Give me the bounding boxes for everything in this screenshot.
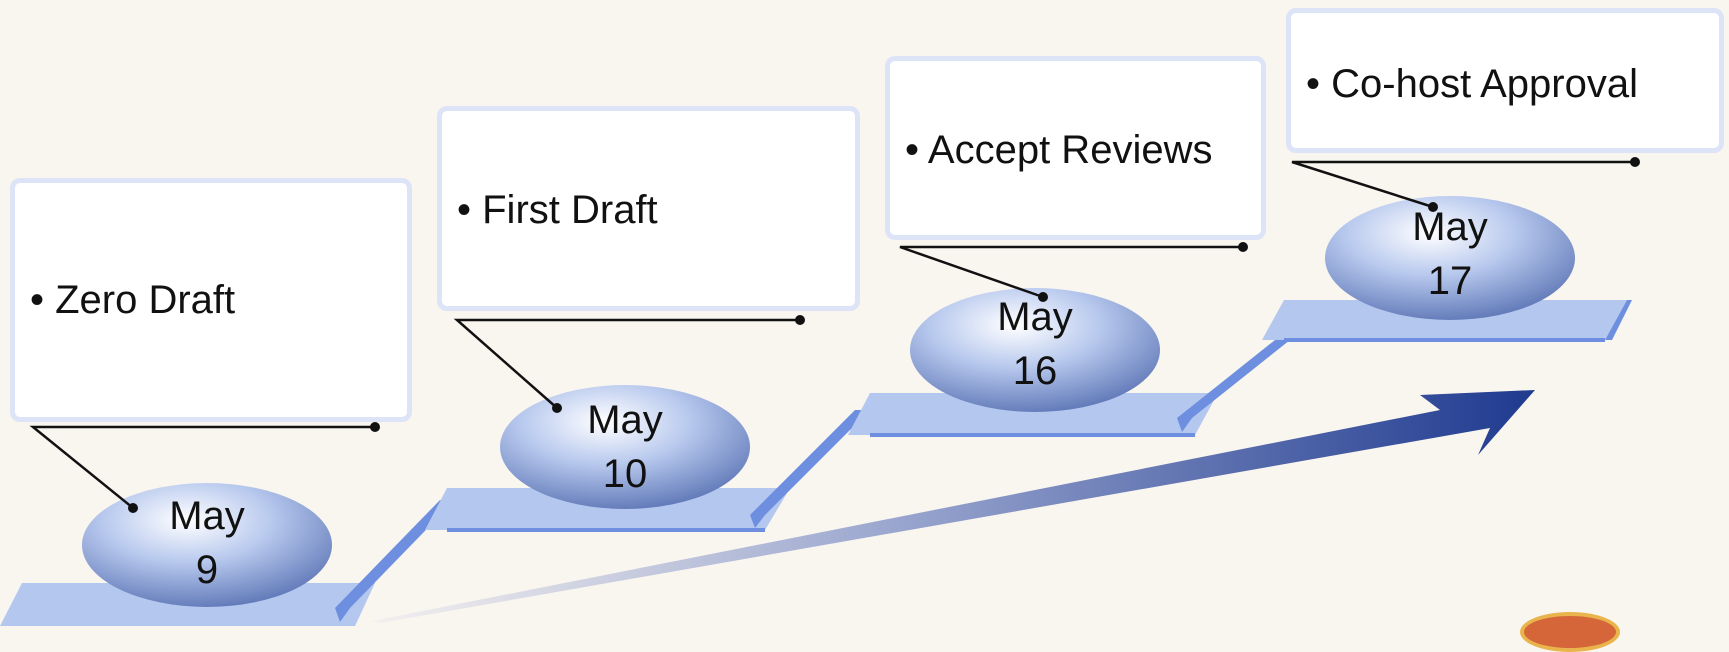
- riser-3: [1177, 340, 1290, 432]
- progress-arrow: [372, 390, 1535, 623]
- date-oval-3: [910, 288, 1160, 412]
- milestone-card-1: [10, 178, 412, 422]
- staircase: [0, 300, 1632, 626]
- date-oval-4: [1325, 196, 1575, 320]
- milestone-card-3: [885, 56, 1266, 240]
- corner-logo: [1520, 612, 1620, 652]
- date-month: May: [587, 398, 663, 442]
- milestone-task-2: • First Draft: [457, 188, 658, 232]
- step-2: [425, 488, 790, 530]
- milestone-card-2: [437, 106, 860, 311]
- date-day: 10: [602, 452, 648, 496]
- callout-connectors: [29, 160, 1635, 509]
- date-day: 16: [1012, 349, 1058, 393]
- step-4-side: [1605, 300, 1632, 340]
- date-month: May: [169, 494, 245, 538]
- date-day: 9: [195, 548, 219, 592]
- connector-1: [29, 425, 375, 509]
- connector-3: [899, 245, 1243, 299]
- milestone-date-2: May 10: [565, 393, 685, 501]
- date-oval-1: [82, 483, 332, 607]
- milestone-date-3: May 16: [975, 290, 1095, 398]
- timeline-diagram: [0, 157, 1640, 626]
- riser-1: [335, 500, 455, 622]
- milestone-task-1: • Zero Draft: [30, 278, 236, 322]
- date-month: May: [1412, 205, 1488, 249]
- step-3: [848, 393, 1218, 435]
- connector-2: [453, 318, 800, 409]
- riser-2: [750, 410, 870, 528]
- date-month: May: [997, 295, 1073, 339]
- milestone-date-1: May 9: [147, 489, 267, 597]
- milestone-card-4: [1286, 8, 1724, 153]
- milestone-task-4: • Co-host Approval: [1306, 62, 1638, 106]
- connector-4: [1291, 160, 1635, 209]
- milestone-date-4: May 17: [1390, 200, 1510, 308]
- date-day: 17: [1427, 259, 1473, 303]
- step-4: [1262, 300, 1627, 340]
- date-oval-2: [500, 385, 750, 509]
- connector-dots: [128, 157, 1640, 513]
- milestone-task-3: • Accept Reviews: [905, 128, 1213, 172]
